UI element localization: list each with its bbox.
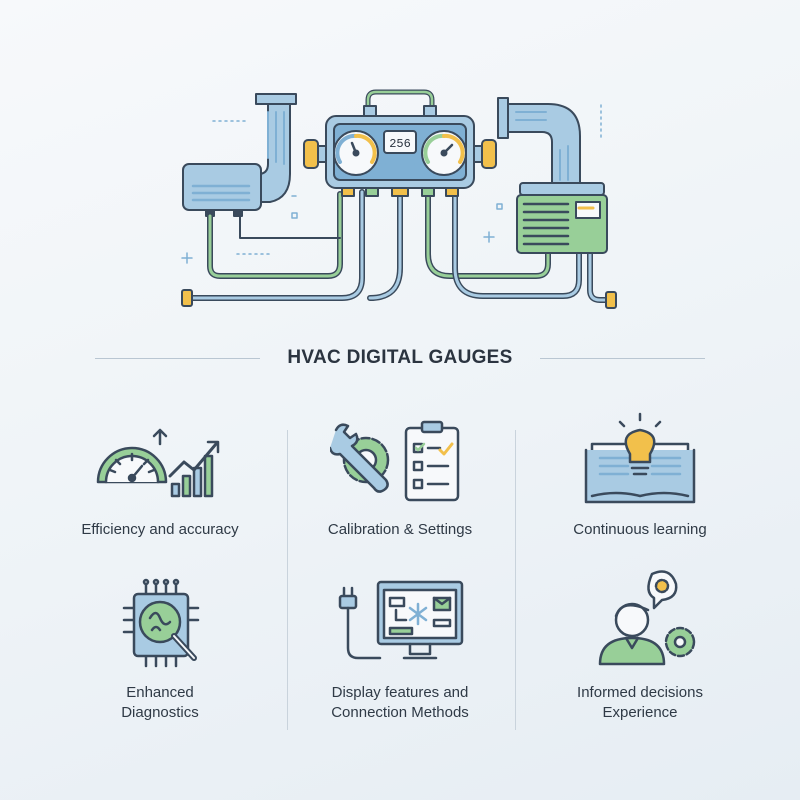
feature-label: Informed decisions Experience: [577, 684, 703, 721]
feature-label: Continuous learning: [573, 521, 707, 538]
feature-diagnostics: Enhanced Diagnostics: [27, 578, 293, 723]
feature-label: Enhanced Diagnostics: [121, 684, 199, 721]
digital-readout: 256: [389, 137, 411, 151]
title-row: HVAC DIGITAL GAUGES: [0, 343, 800, 373]
feature-decisions: Informed decisions Experience: [507, 568, 773, 723]
wrench-gear-checklist-icon: [330, 420, 460, 502]
indoor-unit: [182, 163, 262, 217]
person-gears-icon: [598, 570, 696, 666]
sparkle-decoration: [181, 104, 602, 264]
speedometer-chart-icon: [96, 428, 220, 498]
digital-readout-box: [383, 130, 417, 154]
right-duct: [497, 97, 581, 187]
feature-learning: Continuous learning: [507, 410, 773, 540]
book-lightbulb-icon: [584, 412, 696, 504]
feature-label: Efficiency and accuracy: [81, 521, 239, 538]
column-divider-left: [287, 430, 288, 730]
feature-calibration: Calibration & Settings: [267, 420, 533, 540]
title-rule-left: [95, 358, 260, 359]
monitor-plug-icon: [338, 580, 464, 660]
hvac-gauge-illustration: 256: [181, 89, 617, 309]
feature-display: Display features and Connection Methods: [267, 578, 533, 723]
page-title: HVAC DIGITAL GAUGES: [287, 347, 513, 368]
chip-magnifier-icon: [122, 578, 200, 668]
gauge-manifold: [303, 89, 497, 197]
feature-efficiency: Efficiency and accuracy: [27, 420, 293, 540]
feature-label: Calibration & Settings: [327, 521, 473, 538]
column-divider-right: [515, 430, 516, 730]
feature-label: Display features and Connection Methods: [331, 684, 469, 721]
left-duct: [255, 93, 297, 203]
title-rule-right: [540, 358, 705, 359]
hose-blue-mid: [367, 189, 403, 301]
outdoor-unit: [516, 182, 608, 254]
